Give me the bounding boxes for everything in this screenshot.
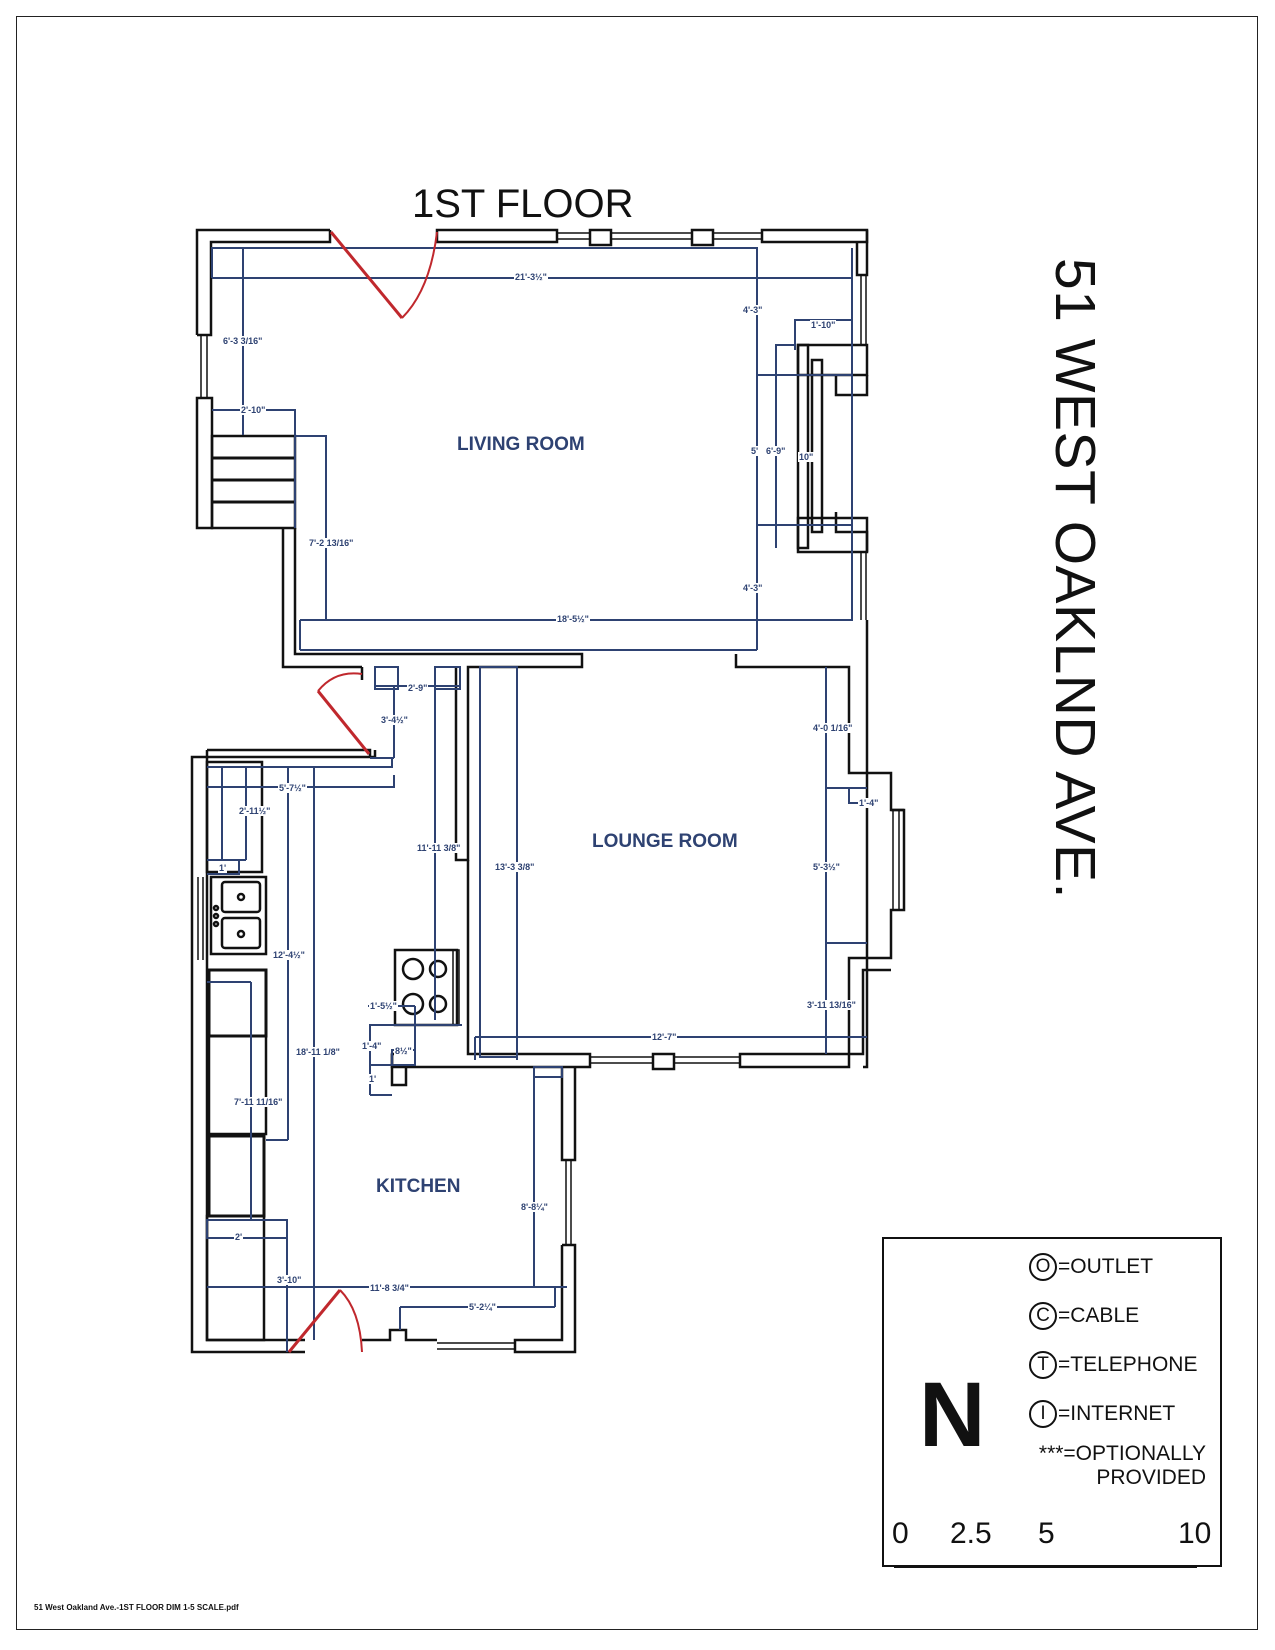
dim-living-left-height: 6'-3 3/16" [222, 336, 264, 346]
dim-lounge-bottom: 12'-7" [651, 1032, 678, 1042]
front-door-swing [401, 231, 438, 319]
dim-lounge-bay-depth: 1'-4" [858, 798, 880, 808]
dim-cabinet-run: 7'-11 11/16" [233, 1097, 284, 1107]
front-door-leaf [329, 231, 404, 319]
dim-bay-depth: 1'-10" [810, 320, 837, 330]
drawing-border [16, 16, 1258, 1630]
dim-lounge-bay-width: 5'-3½" [812, 862, 841, 872]
dim-bay-center-b: 6'-9" [765, 446, 787, 456]
dim-kitchen-top-width: 5'-7½" [278, 783, 307, 793]
dim-kitchen-total-length: 18'-11 1/8" [295, 1047, 341, 1057]
dim-kitchen-bottom: 11'-8 3/4" [369, 1283, 410, 1293]
scale-tick-0: 0 [892, 1517, 909, 1550]
walls [190, 228, 906, 1354]
dim-counter-small: 2' [234, 1232, 244, 1242]
page-title: 1ST FLOOR [412, 182, 634, 226]
dim-pantry-depth: 1'-4" [361, 1041, 383, 1051]
dimension-lines [206, 247, 877, 1352]
internet-symbol-icon: I [1029, 1400, 1057, 1428]
address-label: 51 WEST OAKLND AVE. [1030, 258, 1110, 998]
dim-lounge-right-lower: 3'-11 13/16" [806, 1000, 857, 1010]
legend-note-line1: ***=OPTIONALLY [1038, 1442, 1206, 1465]
dim-entry-depth: 3'-4½" [380, 715, 409, 725]
dim-living-right-lower: 4'-3" [742, 583, 764, 593]
legend-label: =TELEPHONE [1058, 1353, 1198, 1376]
kitchen-door-leaf [287, 1289, 342, 1353]
side-door-leaf [316, 690, 371, 755]
north-letter: N [919, 1364, 986, 1466]
dim-bay-inner: 10" [798, 452, 815, 462]
dim-living-bottom-width: 18'-5½" [556, 614, 590, 624]
dim-pantry-small: 1' [368, 1074, 378, 1084]
legend-item-cable: C =CABLE [1029, 1302, 1139, 1330]
dim-lounge-left: 13'-3 3/8" [494, 862, 536, 872]
kitchen-door-swing [339, 1289, 363, 1353]
room-label-lounge-room: LOUNGE ROOM [592, 831, 738, 852]
address-text: 51 WEST OAKLND AVE. [1043, 258, 1107, 899]
outlet-symbol-icon: O [1029, 1253, 1057, 1281]
scale-tick-2-5: 2.5 [950, 1517, 992, 1550]
room-label-living-room: LIVING ROOM [457, 434, 585, 455]
legend-item-telephone: T =TELEPHONE [1029, 1351, 1197, 1379]
dim-living-top-width: 21'-3½" [514, 272, 548, 282]
legend-label: =INTERNET [1058, 1402, 1176, 1425]
dim-kitchen-window: 5'-2¼" [468, 1302, 497, 1312]
dim-stair-width: 2'-10" [240, 405, 267, 415]
legend-label: =CABLE [1058, 1304, 1140, 1327]
cable-symbol-icon: C [1029, 1302, 1057, 1330]
legend-note-line2: PROVIDED [1096, 1466, 1206, 1489]
side-door-swing [317, 672, 363, 692]
scale-tick-10: 10 [1178, 1517, 1212, 1550]
doors [287, 231, 438, 1353]
scale-tick-5: 5 [1038, 1517, 1055, 1550]
legend-item-outlet: O =OUTLET [1029, 1253, 1153, 1281]
dim-kitchen-sink-run: 12'-4½" [272, 950, 306, 960]
legend-label: =OUTLET [1058, 1255, 1154, 1278]
dim-stove-side: 1'-5½" [369, 1001, 398, 1011]
room-label-kitchen: KITCHEN [376, 1176, 461, 1197]
dim-lounge-right-upper: 4'-0 1/16" [812, 723, 854, 733]
dim-pantry-width: 8½" [394, 1046, 413, 1056]
dim-hall-length: 11'-11 3/8" [416, 843, 462, 853]
telephone-symbol-icon: T [1029, 1351, 1057, 1379]
dim-living-stair-side: 7'-2 13/16" [308, 538, 355, 548]
dim-bay-center-a: 5' [750, 446, 760, 456]
dim-kitchen-door-side: 3'-10" [276, 1275, 303, 1285]
legend-box: O =OUTLET C =CABLE T =TELEPHONE I =INTER… [882, 1237, 1222, 1567]
dim-hall-width: 2'-9" [407, 683, 429, 693]
legend-item-internet: I =INTERNET [1029, 1400, 1175, 1428]
dim-counter-depth: 2'-11½" [238, 806, 272, 816]
footer-filename: 51 West Oakland Ave.-1ST FLOOR DIM 1-5 S… [34, 1603, 239, 1612]
dim-living-right-upper: 4'-3" [742, 305, 764, 315]
dim-kitchen-right: 8'-8¼" [520, 1202, 549, 1212]
dim-counter-end: 1' [218, 863, 228, 873]
